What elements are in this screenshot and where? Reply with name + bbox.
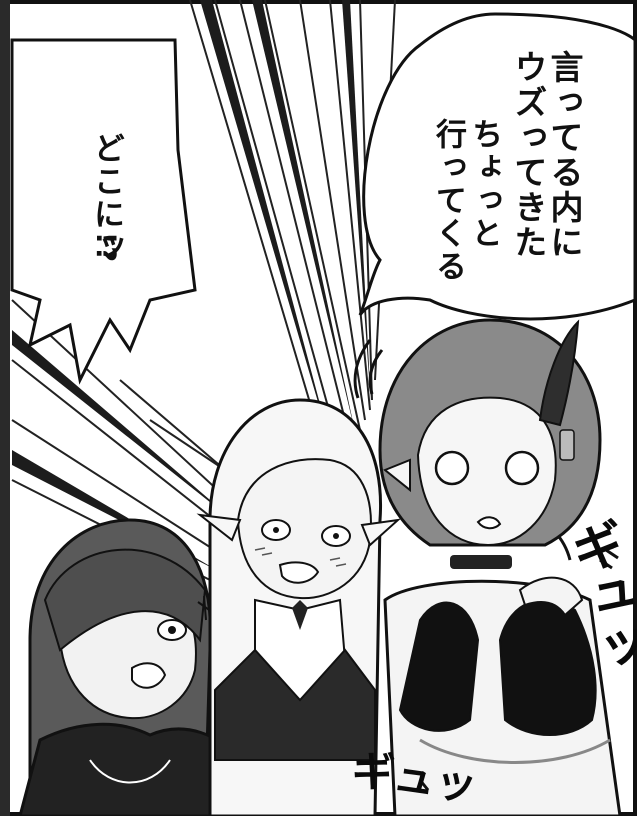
speech-left-line-2: !?: [90, 232, 121, 264]
speech-right-line-1: 言ってる内に: [545, 50, 584, 260]
horn-icon: [538, 319, 580, 427]
speech-bubble-right: [358, 12, 637, 321]
character-dark-hair-girl: [18, 518, 252, 816]
left-gutter: [0, 0, 10, 816]
speech-right-line-4: 行ってくる: [430, 118, 466, 283]
speech-bubble-left: [10, 38, 197, 385]
speech-left-line-1: どこにッ: [88, 132, 124, 264]
choker: [450, 555, 512, 569]
speech-right-line-2: ウズってきた: [509, 50, 548, 260]
speech-right-line-3: ちょっと: [466, 118, 502, 250]
character-horned-girl: [378, 318, 622, 816]
character-elf-girl: [196, 398, 402, 816]
sfx-tick-marks: [418, 548, 619, 791]
